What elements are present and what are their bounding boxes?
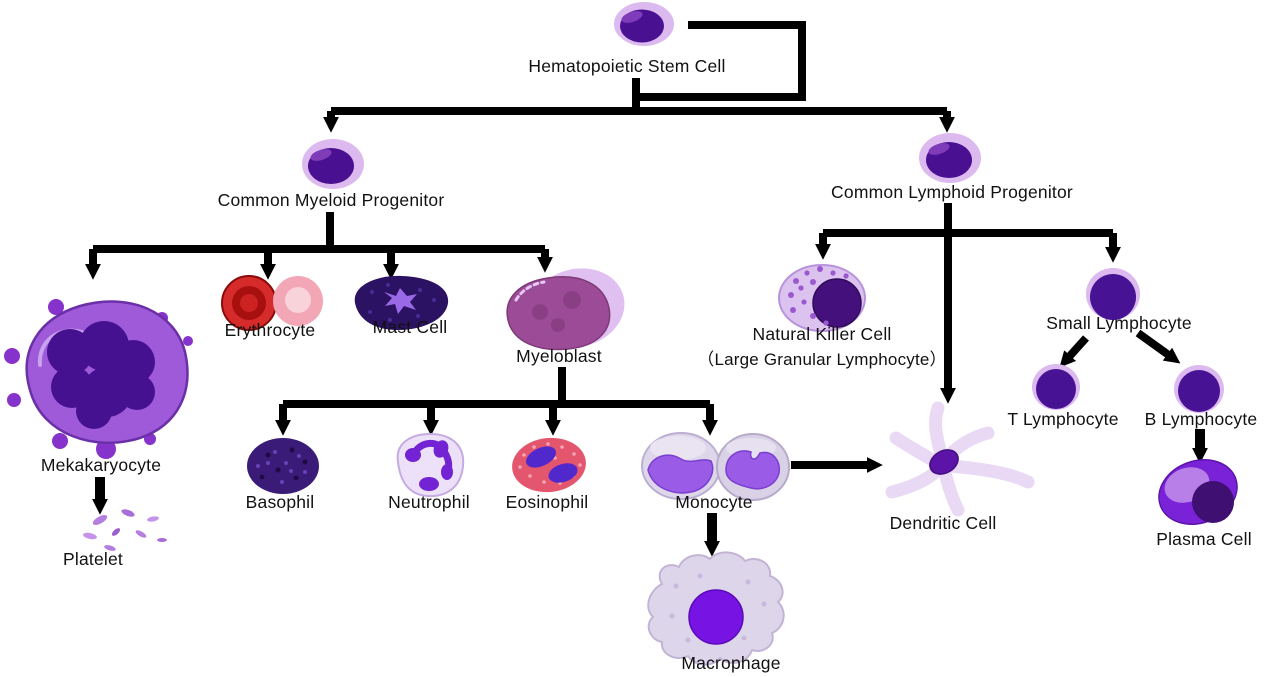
- plasma-cell-graphic: [1158, 459, 1238, 525]
- arrow-to-t-lymphocyte: [1059, 335, 1089, 368]
- t-lymphocyte-graphic: [1032, 364, 1080, 410]
- label-t-lymphocyte: T Lymphocyte: [1007, 409, 1119, 429]
- label-b-lymphocyte: B Lymphocyte: [1144, 409, 1258, 429]
- label-plasma-cell: Plasma Cell: [1156, 529, 1252, 549]
- label-platelet: Platelet: [63, 549, 123, 569]
- label-large-granular-lymphocyte: （Large Granular Lymphocyte）: [697, 350, 947, 369]
- label-natural-killer-cell: Natural Killer Cell: [752, 324, 892, 344]
- label-erythrocyte: Erythrocyte: [224, 320, 316, 340]
- monocyte-graphic: [641, 432, 790, 501]
- connector-hsc-bracket: [632, 21, 806, 112]
- label-monocyte: Monocyte: [675, 492, 753, 512]
- megakaryocyte-graphic: [4, 299, 193, 459]
- label-neutrophil: Neutrophil: [388, 492, 470, 512]
- macrophage-graphic: [647, 551, 785, 666]
- connector-layer: [85, 21, 1208, 557]
- label-hematopoietic-stem-cell: Hematopoietic Stem Cell: [528, 56, 726, 76]
- connector-myeloblast-splitter: [283, 367, 710, 408]
- basophil-graphic: [247, 438, 319, 494]
- common-myeloid-progenitor-graphic: [302, 139, 364, 189]
- label-mast-cell: Mast Cell: [372, 317, 448, 337]
- myeloblast-graphic: [506, 268, 625, 351]
- label-eosinophil: Eosinophil: [505, 492, 589, 512]
- arrow-to-b-lymphocyte: [1135, 329, 1181, 364]
- label-basophil: Basophil: [245, 492, 315, 512]
- label-small-lymphocyte: Small Lymphocyte: [1046, 313, 1192, 333]
- natural-killer-cell-graphic: [778, 264, 866, 332]
- label-dendritic-cell: Dendritic Cell: [889, 513, 997, 533]
- common-lymphoid-progenitor-graphic: [919, 133, 981, 183]
- label-common-lymphoid-progenitor: Common Lymphoid Progenitor: [831, 182, 1073, 202]
- label-megakaryocyte: Mekakaryocyte: [40, 455, 162, 475]
- label-myeloblast: Myeloblast: [516, 346, 602, 366]
- dendritic-cell-graphic: [885, 401, 1035, 517]
- neutrophil-graphic: [396, 432, 465, 498]
- connector-clp-splitter: [823, 203, 1113, 237]
- connector-cmp-splitter: [93, 212, 545, 253]
- eosinophil-graphic: [512, 437, 586, 493]
- hematopoietic-stem-cell-graphic: [614, 2, 674, 46]
- mast-cell-graphic: [354, 275, 449, 330]
- label-common-myeloid-progenitor: Common Myeloid Progenitor: [217, 190, 445, 210]
- platelet-graphic: [83, 509, 167, 551]
- b-lymphocyte-graphic: [1174, 365, 1224, 413]
- erythrocyte-graphic: [221, 275, 323, 331]
- label-macrophage: Macrophage: [681, 653, 781, 673]
- small-lymphocyte-graphic: [1086, 268, 1140, 320]
